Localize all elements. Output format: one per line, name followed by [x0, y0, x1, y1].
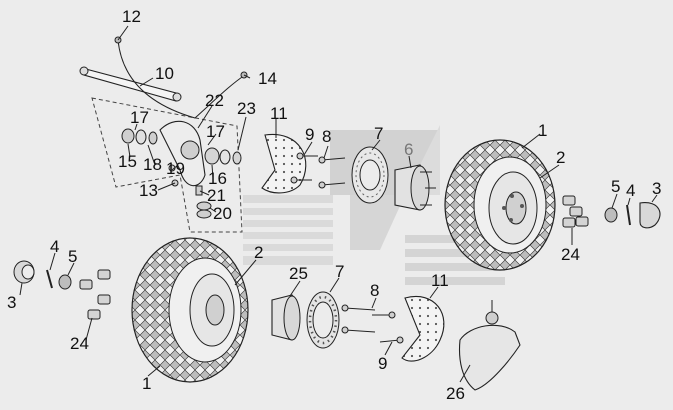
callout-24-right: 24	[561, 245, 580, 264]
bolts-lower[interactable]	[341, 304, 404, 344]
callout-20: 20	[213, 204, 232, 223]
callout-11-upper: 11	[270, 104, 288, 123]
callout-4-left: 4	[50, 237, 59, 256]
callout-9-lower: 9	[378, 354, 387, 373]
callout-2-left: 2	[254, 243, 263, 262]
callout-22: 22	[205, 91, 224, 110]
bolts-upper[interactable]	[290, 152, 346, 189]
callout-8-upper: 8	[322, 127, 331, 146]
callout-7-lower: 7	[335, 262, 344, 281]
callout-7-upper: 7	[374, 124, 383, 143]
lug-nuts-right[interactable]	[562, 195, 589, 228]
callout-17-a: 17	[130, 108, 149, 127]
callout-15: 15	[118, 152, 137, 171]
callout-11-lower: 11	[431, 271, 449, 290]
wheel-hub-upper[interactable]	[394, 164, 436, 211]
hub-cap-left[interactable]	[13, 260, 35, 284]
rim-right[interactable]	[488, 171, 538, 245]
cotter-pin-left[interactable]	[46, 269, 53, 289]
callout-19: 19	[166, 159, 185, 178]
callout-16: 16	[208, 169, 227, 188]
brake-shield-upper[interactable]	[261, 133, 307, 194]
callout-5-right: 5	[611, 177, 620, 196]
brake-cable	[117, 39, 246, 119]
callout-25: 25	[289, 264, 308, 283]
callout-23: 23	[237, 99, 256, 118]
assembly-outline	[91, 97, 243, 233]
callout-1-left: 1	[142, 374, 151, 393]
hub-cap-right[interactable]	[639, 202, 661, 229]
callout-9-upper: 9	[305, 125, 314, 144]
steering-knuckle-upper[interactable]	[159, 120, 206, 187]
callout-24-left: 24	[70, 334, 89, 353]
leader-lines	[19, 25, 658, 383]
wheel-hub-lower[interactable]	[271, 294, 301, 341]
callout-2-right: 2	[556, 148, 565, 167]
callout-6: 6	[404, 140, 413, 159]
tie-rod[interactable]	[79, 66, 182, 102]
callout-1-right: 1	[538, 121, 547, 140]
callout-14: 14	[258, 69, 277, 88]
callout-3-right: 3	[652, 179, 661, 198]
callout-4-right: 4	[626, 181, 635, 200]
callout-18: 18	[143, 155, 162, 174]
callout-26: 26	[446, 384, 465, 403]
callout-10: 10	[155, 64, 174, 83]
steering-knuckle-lower[interactable]	[458, 300, 521, 391]
brake-disc-upper[interactable]	[351, 146, 389, 204]
lug-nuts-left[interactable]	[79, 269, 111, 320]
callout-12: 12	[122, 7, 141, 26]
callout-8-lower: 8	[370, 281, 379, 300]
brake-shield-lower[interactable]	[401, 296, 445, 362]
bearing-stack-left[interactable]	[121, 128, 158, 145]
callout-17-b: 17	[206, 122, 225, 141]
bearing-stack-right[interactable]	[204, 147, 242, 165]
cotter-pin-right[interactable]	[626, 204, 631, 226]
callout-21: 21	[207, 186, 226, 205]
callout-labels: 12 10 14 22 23 11 9 8 7 6 1 2 5 4 3 24 1…	[7, 7, 661, 403]
callout-5-left: 5	[68, 247, 77, 266]
castle-nut-right[interactable]	[604, 207, 618, 223]
callout-13: 13	[139, 181, 158, 200]
brake-disc-lower[interactable]	[306, 291, 340, 349]
rim-left[interactable]	[189, 273, 235, 347]
castle-nut-left[interactable]	[58, 274, 72, 290]
callout-3-left: 3	[7, 293, 16, 312]
